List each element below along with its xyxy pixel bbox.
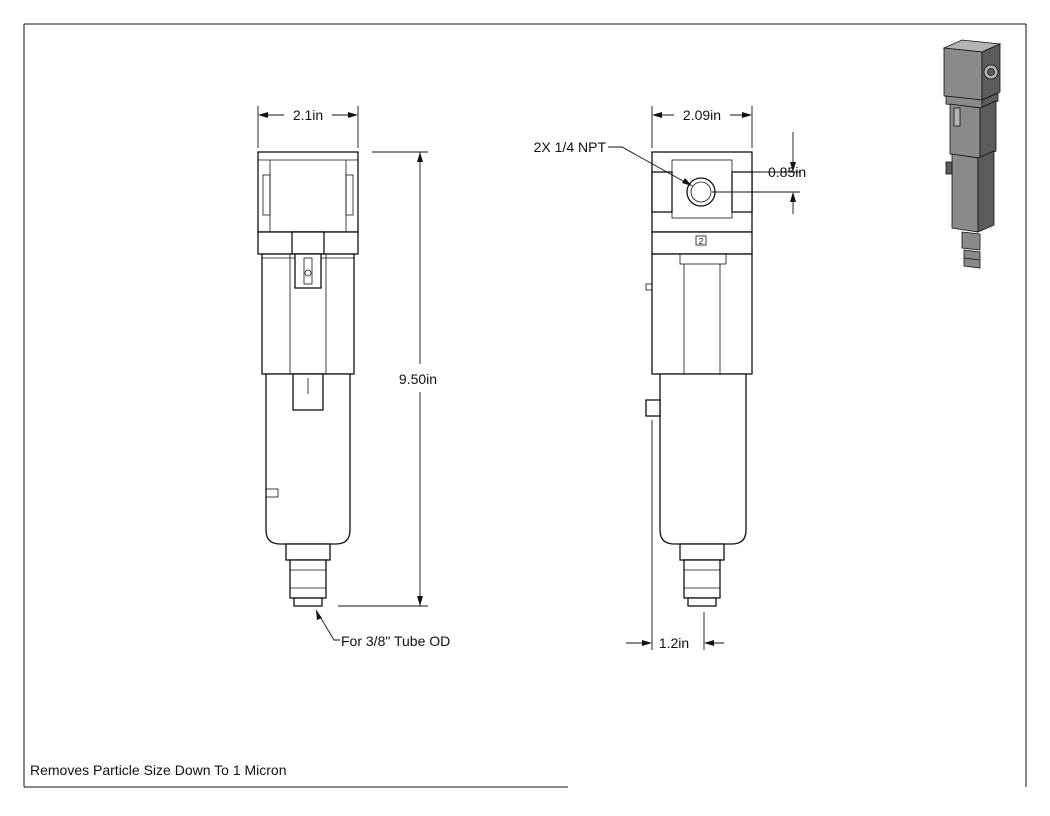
front-view-outline <box>257 151 359 607</box>
sheet-border <box>23 23 1027 788</box>
offset-dimension: 1.2in <box>626 420 724 651</box>
offset-label: 1.2in <box>659 635 689 651</box>
side-width-dimension: 2.09in <box>651 106 753 148</box>
npt-callout-label: 2X 1/4 NPT <box>534 139 607 155</box>
port-number-label: 2 <box>699 237 704 246</box>
height-label: 9.50in <box>399 371 437 387</box>
npt-callout: 2X 1/4 NPT <box>534 139 693 187</box>
front-width-dimension: 2.1in <box>257 106 359 148</box>
tube-callout-label: For 3/8" Tube OD <box>341 633 450 649</box>
front-width-label: 2.1in <box>293 107 323 123</box>
port-height-label: 0.85in <box>768 164 806 180</box>
isometric-view <box>942 39 1002 269</box>
tube-callout: For 3/8" Tube OD <box>315 609 450 649</box>
side-width-label: 2.09in <box>683 107 721 123</box>
port-height-dimension: 0.85in <box>712 132 806 214</box>
side-view-outline: 2 <box>645 151 753 607</box>
footer-note: Removes Particle Size Down To 1 Micron <box>30 762 287 778</box>
height-dimension: 9.50in <box>338 151 437 607</box>
